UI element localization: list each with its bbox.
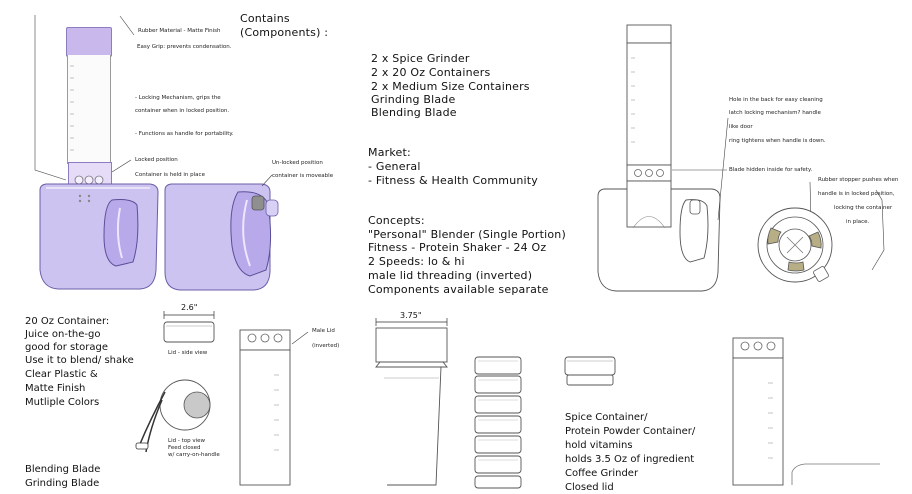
note-hole-4: ring tightens when handle is down. (729, 138, 826, 144)
note-lid-side: Lid - side view (168, 350, 208, 356)
note-male-lid-1: Male Lid (312, 328, 335, 334)
concept-item: Fitness - Protein Shaker - 24 Oz (368, 241, 547, 254)
concept-item: Components available separate (368, 283, 549, 296)
container-line: Juice on-the-go (25, 329, 101, 340)
blade-line: Grinding Blade (25, 478, 100, 489)
concepts-title: Concepts: (368, 214, 425, 227)
container-line: Use it to blend/ shake (25, 355, 134, 366)
note-stopper-2: handle is in locked position, (818, 191, 895, 197)
container-line: Mutliple Colors (25, 397, 100, 408)
note-lid-top-1: Lid - top view (168, 438, 205, 444)
note-hole-3: like door (729, 124, 753, 130)
note-lid-top-3: w/ carry-on-handle (168, 452, 220, 458)
container-line: good for storage (25, 342, 109, 353)
note-blade: Blade hidden inside for safety. (729, 167, 813, 173)
jar-body (67, 55, 111, 164)
locking-handle-locked (103, 199, 139, 267)
note-hole-1: Hole in the back for easy cleaning (729, 97, 823, 103)
contains-title-1: Contains (240, 12, 290, 25)
spice-line: Spice Container/ (565, 412, 648, 423)
note-unlocked-1: Un-locked position (272, 160, 323, 166)
container-line: Matte Finish (25, 383, 86, 394)
note-lid-top-2: Feed closed (168, 445, 201, 451)
dimension-3-75: 3.75" (400, 311, 422, 320)
note-locked-2: Container is held in place (135, 172, 205, 178)
spice-line: hold vitamins (565, 440, 633, 451)
contains-title-2: (Components) : (240, 26, 329, 39)
note-handle: - Functions as handle for portability. (135, 131, 234, 137)
concept-item: male lid threading (inverted) (368, 269, 533, 282)
component-item: Grinding Blade (371, 93, 456, 106)
note-male-lid-2: (inverted) (312, 343, 340, 349)
note-grip: Easy Grip: prevents condensation. (137, 44, 232, 50)
note-rubber: Rubber Material - Matte Finish (138, 28, 221, 34)
note-locked-1: Locked position (135, 157, 178, 163)
note-stopper-3: locking the container (834, 205, 893, 211)
note-lock-1: - Locking Mechanism, grips the (135, 95, 221, 101)
note-stopper-4: in place. (846, 219, 870, 225)
blade-line: Blending Blade (25, 464, 101, 475)
note-hole-2: latch locking mechanism? handle (729, 110, 821, 116)
note-stopper-1: Rubber stopper pushes when (818, 177, 899, 183)
component-item: 2 x Spice Grinder (371, 52, 470, 65)
note-unlocked-2: container is moveable (272, 173, 334, 179)
market-item: - Fitness & Health Community (368, 174, 539, 187)
spice-line: Protein Powder Container/ (565, 426, 696, 437)
market-title: Market: (368, 146, 411, 159)
component-item: Blending Blade (371, 106, 457, 119)
concept-item: "Personal" Blender (Single Portion) (368, 228, 566, 241)
spice-line: Closed lid (565, 482, 614, 493)
component-item: 2 x Medium Size Containers (371, 80, 530, 93)
container-line: Clear Plastic & (25, 369, 98, 380)
concept-item: 2 Speeds: lo & hi (368, 255, 465, 268)
market-item: - General (368, 160, 421, 173)
dimension-2-6: 2.6" (181, 303, 198, 312)
jar-rubber-sleeve (66, 27, 112, 57)
component-item: 2 x 20 Oz Containers (371, 66, 491, 79)
container-line: 20 Oz Container: (25, 316, 110, 327)
spice-line: Coffee Grinder (565, 468, 639, 479)
spice-line: holds 3.5 Oz of ingredient (565, 454, 695, 465)
note-lock-2: container when in locked position. (135, 108, 230, 114)
